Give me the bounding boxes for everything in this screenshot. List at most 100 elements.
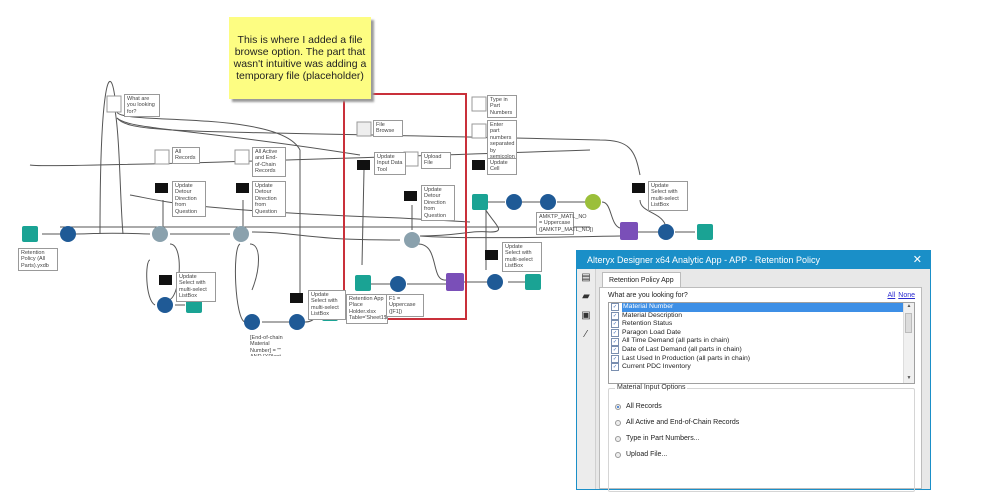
- detour-icon: [404, 232, 420, 248]
- connection: [29, 149, 591, 167]
- text-to-columns-icon: [585, 194, 601, 210]
- checkbox[interactable]: ✓: [611, 311, 619, 320]
- tab-strip: Retention Policy App: [599, 271, 922, 289]
- input-data-icon: [472, 194, 488, 210]
- list-item-label: Retention Status: [622, 320, 673, 328]
- radio-option[interactable]: Upload File...: [615, 451, 667, 458]
- checkbox[interactable]: ✓: [611, 303, 619, 312]
- checkbox[interactable]: ✓: [611, 346, 619, 355]
- connection: [234, 243, 246, 323]
- browse-icon: [525, 274, 541, 290]
- annotation-note[interactable]: This is where I added a file browse opti…: [229, 17, 371, 99]
- select-tool-icon: [289, 314, 305, 330]
- connection: [249, 243, 259, 291]
- connection: [99, 80, 116, 235]
- list-item[interactable]: ✓Date of Last Demand (all parts in chain…: [609, 346, 904, 355]
- action-icon: [159, 275, 172, 285]
- tool-label: Update Select with multi-select ListBox: [648, 181, 688, 211]
- magic-wand-icon[interactable]: ⁄: [585, 329, 587, 340]
- radio-label: All Records: [626, 403, 662, 410]
- list-item-label: Date of Last Demand (all parts in chain): [622, 345, 742, 353]
- tool-label: [End-of-chain Material Number] = "" AND …: [248, 334, 292, 356]
- connection: [417, 243, 447, 281]
- connection: [361, 169, 365, 266]
- radio-label: Type in Part Numbers...: [626, 435, 700, 442]
- save-icon[interactable]: ▣: [581, 310, 591, 321]
- list-box-icon: [106, 95, 122, 113]
- list-item[interactable]: ✓Paragon Load Date: [609, 329, 904, 338]
- select-tool-icon: [658, 224, 674, 240]
- formula-icon: [540, 194, 556, 210]
- select-all-link[interactable]: All: [887, 292, 896, 299]
- select-tool-icon: [157, 297, 173, 313]
- radio-option[interactable]: All Records: [615, 403, 662, 410]
- connection: [639, 199, 666, 225]
- select-tool-icon: [60, 226, 76, 242]
- tool-label: Update Select with multi-select ListBox: [502, 242, 542, 272]
- checkbox[interactable]: ✓: [611, 329, 619, 338]
- scroll-up-icon[interactable]: ▲: [906, 303, 912, 309]
- dialog-title: Alteryx Designer x64 Analytic App - APP …: [587, 255, 820, 265]
- tool-label: Update Input Data Tool: [374, 152, 406, 176]
- text-box-icon: [471, 123, 487, 139]
- question-label: What are you looking for?: [608, 292, 688, 299]
- radio-label: Upload File...: [626, 451, 668, 458]
- radio-button[interactable]: [615, 435, 621, 442]
- radio-button[interactable]: [615, 451, 621, 458]
- action-icon: [632, 183, 645, 193]
- field-listbox[interactable]: ✓Material Number✓Material Description✓Re…: [608, 302, 915, 384]
- checkbox[interactable]: ✓: [611, 320, 619, 329]
- layout-icon[interactable]: ▤: [581, 272, 591, 283]
- checkbox[interactable]: ✓: [611, 363, 619, 372]
- list-item[interactable]: ✓Current PDC Inventory: [609, 363, 904, 372]
- list-item-label: Paragon Load Date: [622, 328, 681, 336]
- open-folder-icon[interactable]: ▰: [582, 291, 590, 302]
- list-item-label: Material Description: [622, 311, 683, 319]
- radio-label: All Active and End-of-Chain Records: [626, 419, 740, 426]
- tool-label: All Records: [172, 147, 200, 164]
- checkbox[interactable]: ✓: [611, 337, 619, 346]
- analytic-app-dialog: Alteryx Designer x64 Analytic App - APP …: [576, 250, 931, 492]
- highlight-box: [343, 93, 467, 320]
- connection: [251, 231, 401, 241]
- input-data-icon: [355, 275, 371, 291]
- list-item[interactable]: ✓Material Number: [609, 303, 904, 312]
- list-item[interactable]: ✓All Time Demand (all parts in chain): [609, 337, 904, 346]
- file-browse-icon: [356, 121, 372, 137]
- list-item[interactable]: ✓Last Used In Production (all parts in c…: [609, 355, 904, 364]
- tab-retention-policy-app[interactable]: Retention Policy App: [602, 272, 681, 289]
- action-icon: [485, 250, 498, 260]
- list-item[interactable]: ✓Material Description: [609, 312, 904, 321]
- radio-option[interactable]: Type in Part Numbers...: [615, 435, 700, 442]
- close-icon[interactable]: ✕: [912, 254, 922, 266]
- list-item-label: All Time Demand (all parts in chain): [622, 337, 730, 345]
- tool-label: Retention Policy (All Parts).yxdb: [18, 248, 58, 272]
- filter-icon: [244, 314, 260, 330]
- tool-label: Update Detour Direction from Question: [252, 181, 286, 218]
- select-tool-icon: [506, 194, 522, 210]
- list-item-label: Current PDC Inventory: [622, 363, 691, 371]
- radio-option[interactable]: All Active and End-of-Chain Records: [615, 419, 739, 426]
- browse-icon: [697, 224, 713, 240]
- scroll-thumb[interactable]: [905, 313, 912, 333]
- radio-button[interactable]: [615, 419, 621, 426]
- select-tool-icon: [487, 274, 503, 290]
- list-item[interactable]: ✓Retention Status: [609, 320, 904, 329]
- action-icon: [155, 183, 168, 193]
- connection: [75, 232, 151, 235]
- scroll-down-icon[interactable]: ▼: [906, 375, 912, 381]
- join-icon: [446, 273, 464, 291]
- input-data-icon: [22, 226, 38, 242]
- tool-label: Update Cell: [487, 158, 517, 175]
- list-item-label: Last Used In Production (all parts in ch…: [622, 354, 751, 362]
- listbox-scrollbar[interactable]: ▲ ▼: [903, 303, 914, 383]
- checkbox[interactable]: ✓: [611, 354, 619, 363]
- connection: [419, 235, 621, 239]
- join-icon: [620, 222, 638, 240]
- select-none-link[interactable]: None: [898, 292, 915, 299]
- radio-button[interactable]: [615, 403, 621, 410]
- tool-label: Retention App Place Holder.xlsx Table='S…: [346, 294, 388, 324]
- tool-label: Update Select with multi-select ListBox: [176, 272, 216, 302]
